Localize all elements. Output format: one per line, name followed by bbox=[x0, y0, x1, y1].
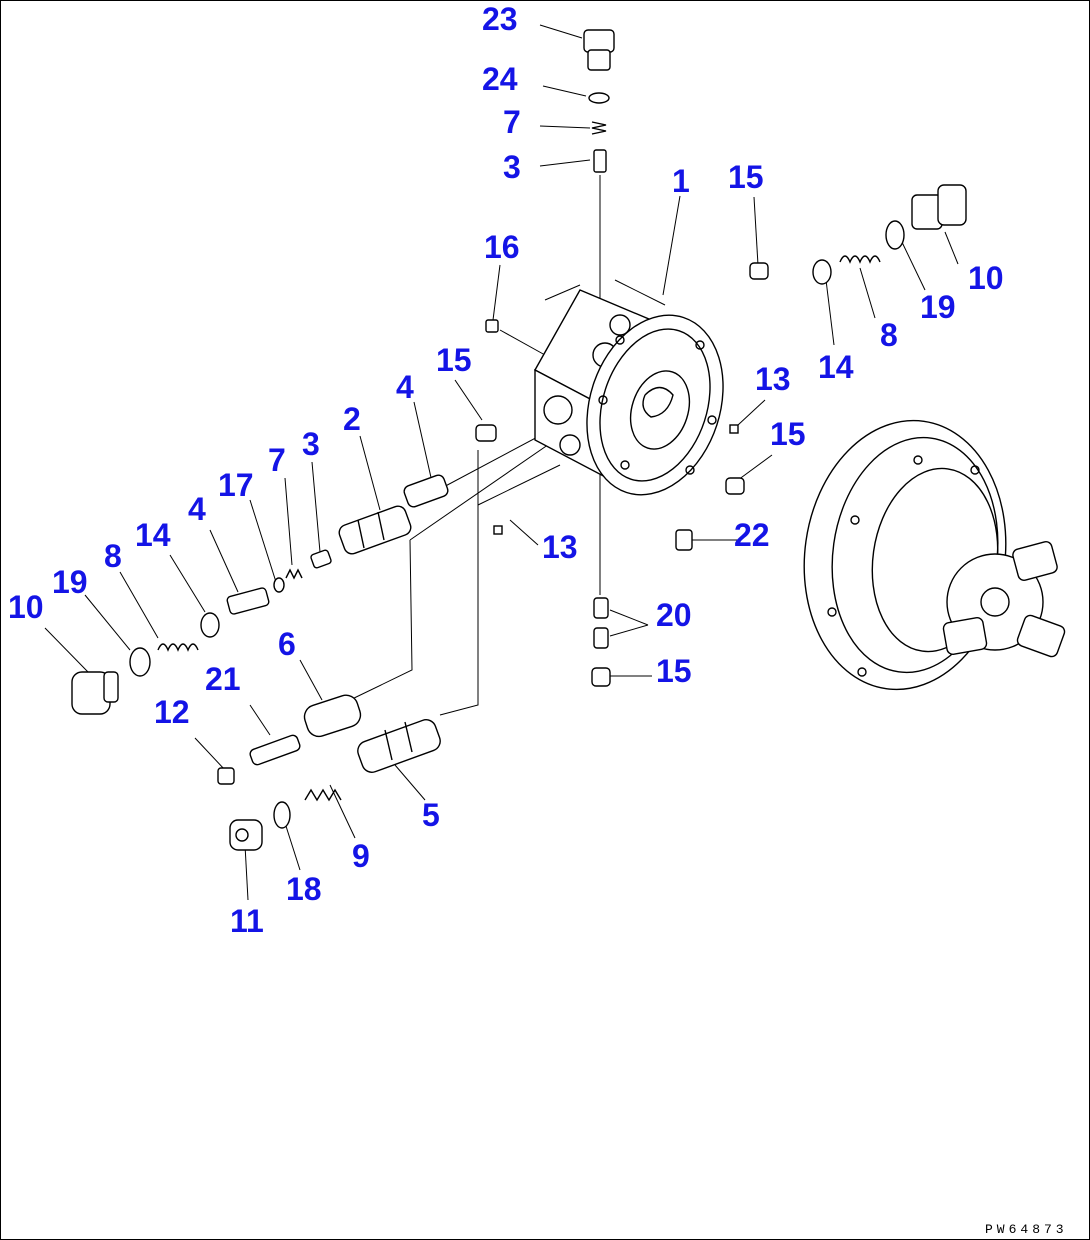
callout-21: 21 bbox=[205, 661, 241, 697]
leader-lines bbox=[44, 24, 959, 901]
part-7-spring-top bbox=[591, 121, 607, 135]
part-14-washer-right bbox=[812, 259, 832, 285]
callout-10: 10 bbox=[8, 589, 44, 625]
callout-14: 14 bbox=[135, 517, 171, 553]
part-20-plug-a bbox=[593, 597, 609, 619]
part-14-washer-left bbox=[200, 612, 220, 638]
part-11-plug bbox=[229, 819, 263, 851]
callout-11: 11 bbox=[230, 903, 264, 939]
part-15-plug-a bbox=[749, 262, 769, 280]
part-3-poppet-top bbox=[593, 149, 607, 173]
callout-4: 4 bbox=[396, 369, 414, 405]
callout-19: 19 bbox=[920, 289, 956, 325]
part-10-plug-right bbox=[911, 184, 967, 230]
part-7-spring-left bbox=[285, 568, 303, 580]
part-3-poppet-left bbox=[310, 549, 332, 569]
callout-1: 1 bbox=[672, 163, 690, 199]
callout-3: 3 bbox=[302, 426, 320, 462]
part-15-plug-b bbox=[475, 424, 497, 442]
callout-7: 7 bbox=[503, 104, 521, 140]
callout-15: 15 bbox=[770, 416, 806, 452]
part-21-pin bbox=[249, 734, 301, 766]
callout-14: 14 bbox=[818, 349, 854, 385]
part-19-o-ring-left bbox=[129, 647, 151, 677]
callout-2: 2 bbox=[343, 401, 361, 437]
callout-13: 13 bbox=[755, 361, 791, 397]
part-23-plug bbox=[583, 29, 615, 71]
callout-22: 22 bbox=[734, 517, 770, 553]
callout-15: 15 bbox=[728, 159, 764, 195]
callout-3: 3 bbox=[503, 149, 521, 185]
callout-4: 4 bbox=[188, 491, 206, 527]
valve-body-part bbox=[534, 289, 724, 496]
part-4-spool-upper bbox=[403, 474, 449, 508]
part-2-spool bbox=[338, 505, 412, 555]
part-18-o-ring bbox=[273, 801, 291, 829]
callout-8: 8 bbox=[880, 317, 898, 353]
part-19-o-ring-right bbox=[885, 220, 905, 250]
part-16-plug bbox=[485, 319, 499, 333]
callout-18: 18 bbox=[286, 871, 322, 907]
callout-12: 12 bbox=[154, 694, 190, 730]
part-6-spool bbox=[303, 694, 362, 738]
callout-8: 8 bbox=[104, 538, 122, 574]
callout-5: 5 bbox=[422, 797, 440, 833]
callout-20: 20 bbox=[656, 597, 692, 633]
callout-23: 23 bbox=[482, 1, 518, 37]
part-8-spring-left bbox=[157, 643, 199, 652]
callout-19: 19 bbox=[52, 564, 88, 600]
part-13-orifice-a bbox=[729, 424, 739, 434]
part-5-spool bbox=[357, 719, 441, 773]
part-13-orifice-b bbox=[493, 525, 503, 535]
callout-15: 15 bbox=[436, 342, 472, 378]
part-20-plug-b bbox=[593, 627, 609, 649]
part-10-plug-left bbox=[71, 671, 119, 715]
callout-labels: 23 24 7 3 1 15 16 10 19 8 14 15 4 2 3 7 … bbox=[8, 1, 1004, 939]
callout-16: 16 bbox=[484, 229, 520, 265]
part-24-o-ring bbox=[588, 92, 610, 104]
callout-24: 24 bbox=[482, 61, 518, 97]
drawing-number: PW64873 bbox=[985, 1222, 1068, 1237]
callout-6: 6 bbox=[278, 626, 296, 662]
callout-7: 7 bbox=[268, 442, 286, 478]
callout-9: 9 bbox=[352, 838, 370, 874]
callout-17: 17 bbox=[218, 467, 254, 503]
part-4-seat-left bbox=[226, 587, 270, 615]
motor-assembly-part bbox=[803, 419, 1066, 691]
part-8-spring-right bbox=[839, 255, 881, 264]
part-12-plug bbox=[217, 767, 235, 785]
part-9-spring bbox=[304, 788, 342, 802]
callout-10: 10 bbox=[968, 260, 1004, 296]
callout-15: 15 bbox=[656, 653, 692, 689]
part-15-plug-d bbox=[591, 667, 611, 687]
part-17-o-ring bbox=[273, 577, 285, 593]
part-22-plug bbox=[675, 529, 693, 551]
part-15-plug-c bbox=[725, 477, 745, 495]
callout-13: 13 bbox=[542, 529, 578, 565]
